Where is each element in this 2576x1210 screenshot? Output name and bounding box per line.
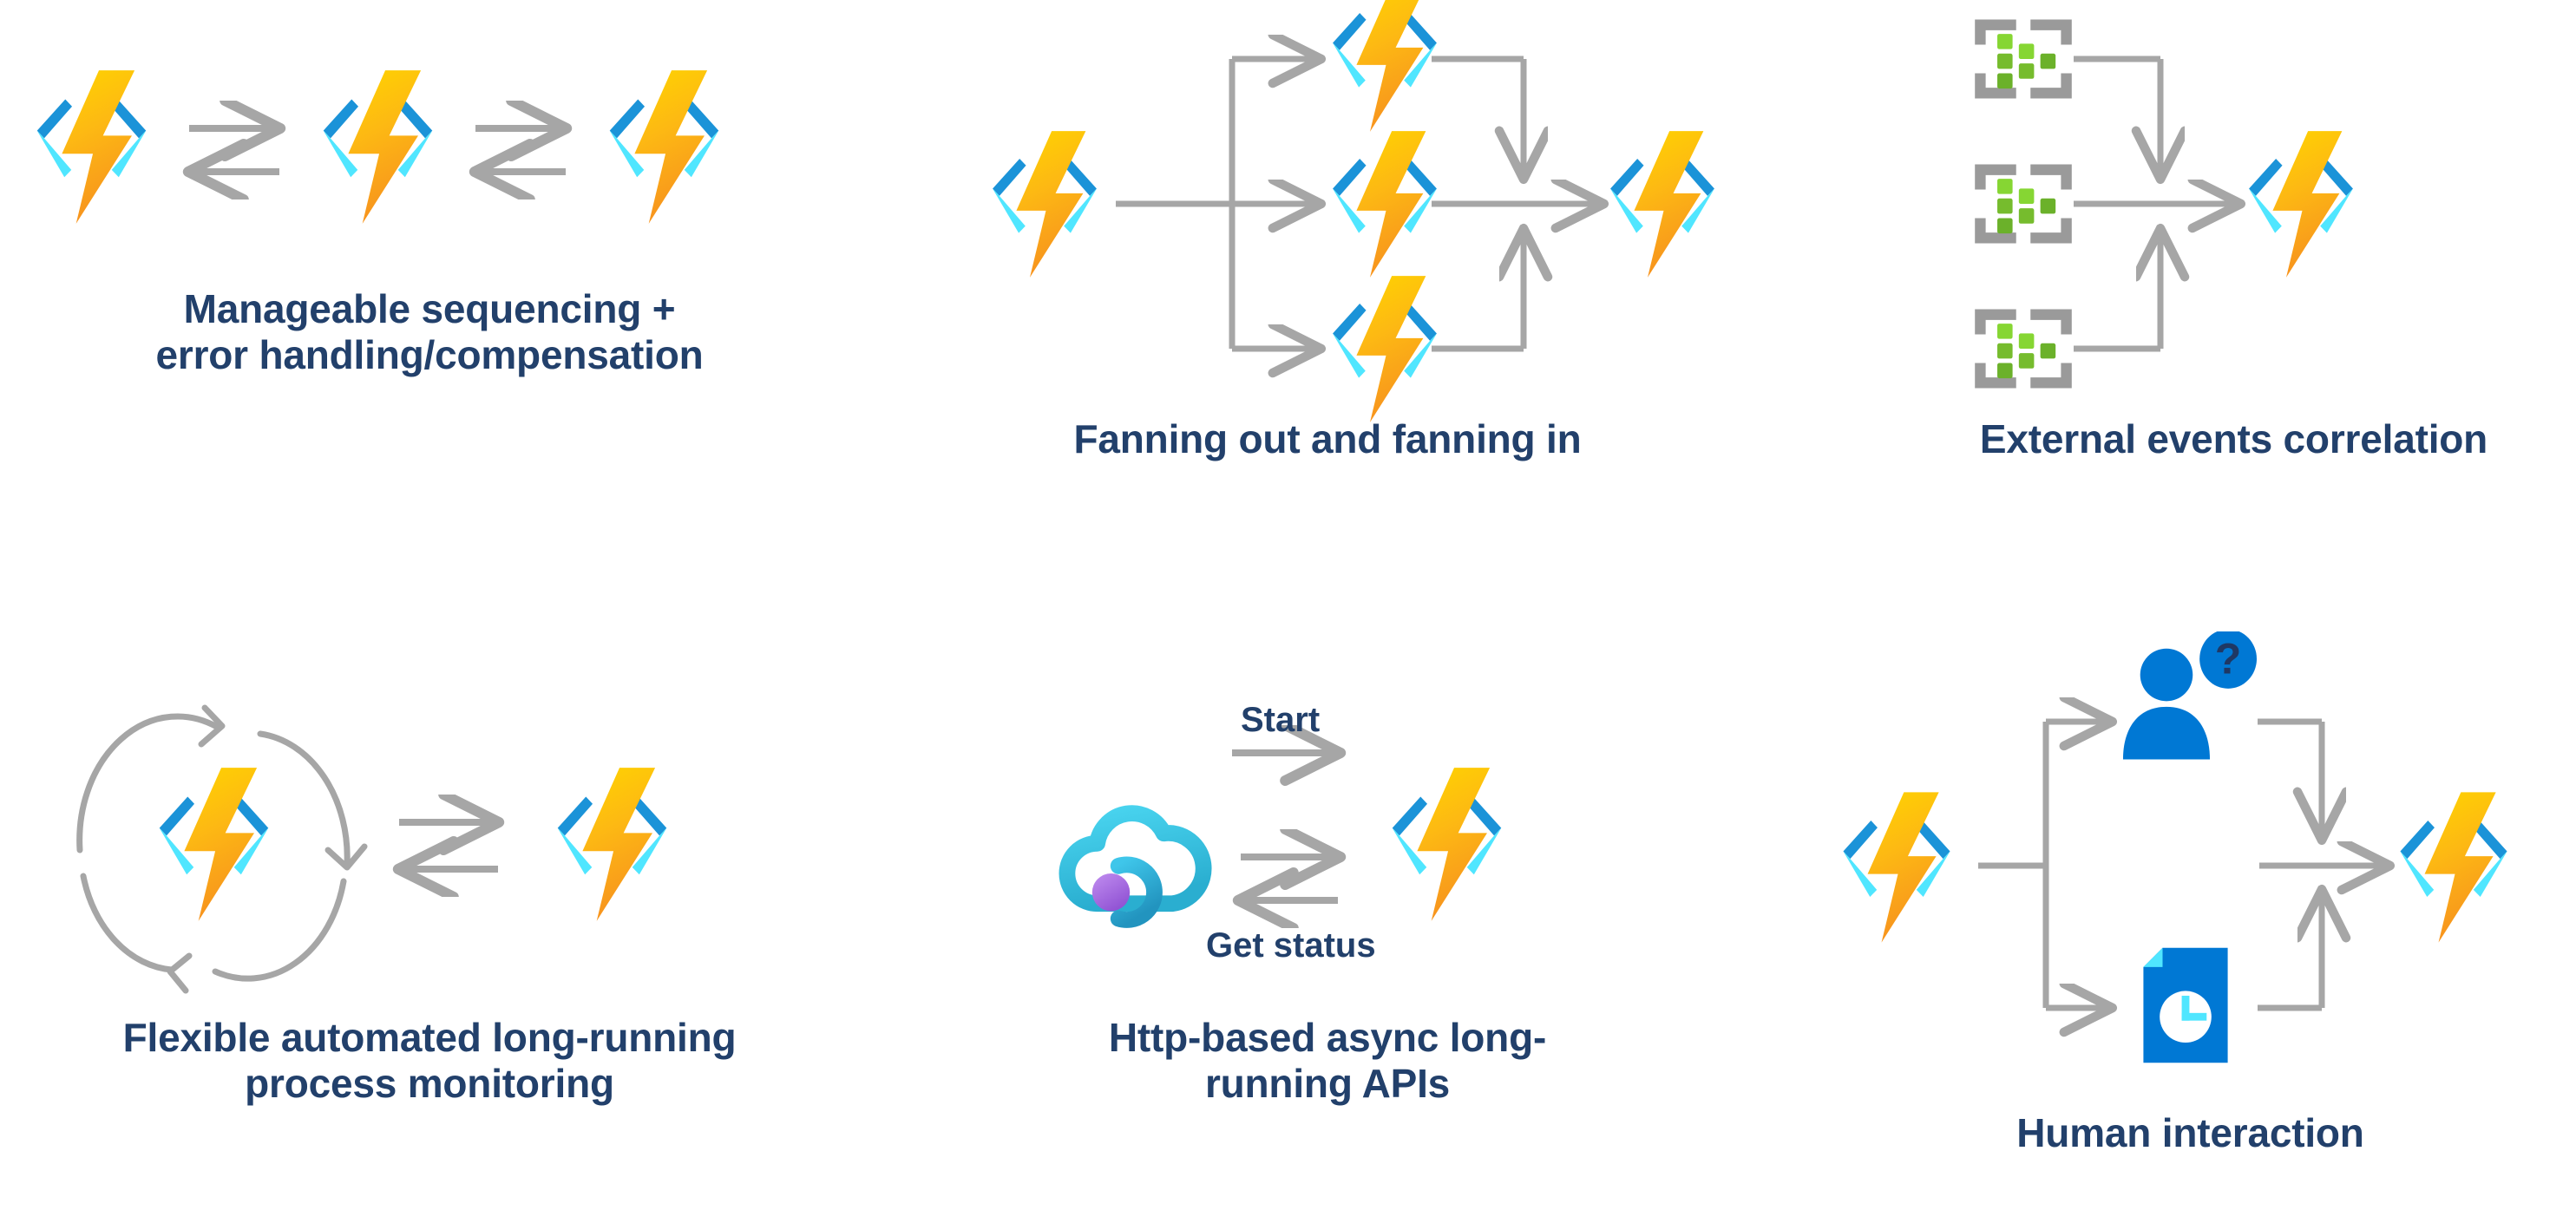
external-event-icon[interactable] bbox=[1975, 164, 2072, 244]
azure-function-icon[interactable] bbox=[1610, 131, 1714, 278]
sequencing-diagram bbox=[36, 70, 719, 224]
azure-function-icon[interactable] bbox=[1333, 0, 1437, 132]
panel-caption: Flexible automated long-running process … bbox=[122, 1015, 737, 1107]
panel-caption: Fanning out and fanning in bbox=[1073, 416, 1582, 461]
start-label: Start bbox=[1241, 701, 1321, 739]
azure-function-icon[interactable] bbox=[1333, 131, 1437, 278]
azure-function-icon[interactable] bbox=[1392, 768, 1502, 921]
azure-function-icon[interactable] bbox=[993, 131, 1097, 278]
azure-function-icon[interactable] bbox=[609, 70, 719, 224]
fanning-diagram bbox=[993, 0, 1714, 422]
azure-function-icon[interactable] bbox=[2249, 131, 2353, 278]
cloud-client-icon[interactable] bbox=[1067, 814, 1203, 920]
external-event-icon[interactable] bbox=[1975, 309, 2072, 389]
panel-caption: External events correlation bbox=[1979, 416, 2488, 461]
panel-external-events-correlation: External events correlation bbox=[1891, 0, 2576, 477]
external-event-icon[interactable] bbox=[1975, 19, 2072, 99]
azure-function-icon[interactable] bbox=[36, 70, 147, 224]
panel-caption: Http-based async long- running APIs bbox=[1108, 1015, 1547, 1107]
azure-function-icon[interactable] bbox=[1843, 792, 1950, 943]
refresh-cycle-icon bbox=[76, 704, 368, 994]
panel-caption: Human interaction bbox=[2016, 1110, 2364, 1155]
fan-connectors bbox=[1116, 59, 1602, 349]
panel-fanning-out-fanning-in: Fanning out and fanning in bbox=[946, 0, 1714, 477]
bidirectional-arrows bbox=[399, 822, 498, 869]
http-arrows bbox=[1232, 753, 1338, 900]
panel-human-interaction: Human interaction bbox=[1805, 616, 2576, 1162]
azure-function-icon[interactable] bbox=[2400, 792, 2507, 943]
azure-function-icon[interactable] bbox=[1333, 276, 1437, 422]
azure-function-icon[interactable] bbox=[323, 70, 433, 224]
person-question-icon[interactable] bbox=[2122, 629, 2257, 760]
bidirectional-arrows bbox=[475, 128, 566, 172]
panel-caption: Manageable sequencing + error handling/c… bbox=[155, 286, 704, 378]
azure-function-icon[interactable] bbox=[159, 768, 269, 921]
document-clock-icon[interactable] bbox=[2143, 947, 2228, 1063]
panel-manageable-sequencing: Manageable sequencing + error handling/c… bbox=[0, 26, 859, 399]
bidirectional-arrows bbox=[189, 128, 279, 172]
http-async-diagram bbox=[946, 711, 1502, 1006]
azure-function-icon[interactable] bbox=[557, 768, 667, 921]
get-status-label: Get status bbox=[1206, 926, 1376, 965]
human-connectors bbox=[1978, 722, 2388, 1008]
human-interaction-diagram bbox=[1843, 629, 2507, 1063]
monitoring-diagram bbox=[76, 704, 667, 994]
fan-in-connectors bbox=[2074, 56, 2238, 352]
external-events-diagram bbox=[1975, 19, 2353, 389]
panel-process-monitoring: Flexible automated long-running process … bbox=[0, 704, 859, 1162]
panel-http-async-apis: Start Get status Http-based async long- … bbox=[946, 703, 1709, 1162]
